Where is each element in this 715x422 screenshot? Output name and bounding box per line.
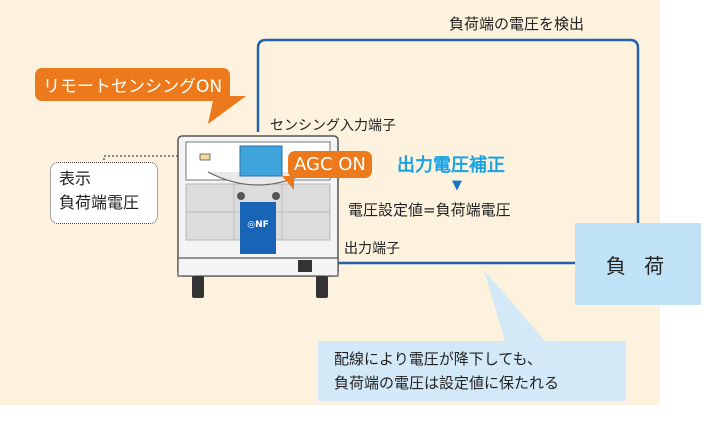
output-voltage-compensation-label: 出力電圧補正 [397,155,505,176]
agc-tag-pointer [282,176,294,190]
load-label: 負 荷 [605,253,671,278]
callout-pointer [484,270,545,341]
display-note: 表示 負荷端電圧 [50,162,158,224]
output-terminal-label: 出力端子 [344,241,400,257]
display-line2: 負荷端電圧 [59,193,140,212]
down-arrow-icon: ▼ [452,178,462,193]
device-front-panel [240,202,276,254]
detect-load-voltage-label: 負荷端の電圧を検出 [449,15,585,33]
remote-sensing-tag: リモートセンシングON [35,68,231,101]
load-box: 負 荷 [575,223,701,305]
display-line1: 表示 [59,169,92,188]
agc-on-tag: AGC ON [288,151,372,178]
callout-note: 配線により電圧が降下しても、 負荷端の電圧は設定値に保たれる [318,341,626,401]
sensing-input-terminal-label: センシング入力端子 [270,118,396,134]
sensing-wire [256,38,640,223]
brand-logo: ◎NF [247,220,269,230]
setpoint-equals-load-voltage-label: 電圧設定値=負荷端電圧 [348,201,511,219]
callout-line1: 配線により電圧が降下しても、 [334,350,543,368]
callout-line2: 負荷端の電圧は設定値に保たれる [334,374,560,392]
output-terminal-block [298,260,312,272]
display-screen [239,145,283,177]
